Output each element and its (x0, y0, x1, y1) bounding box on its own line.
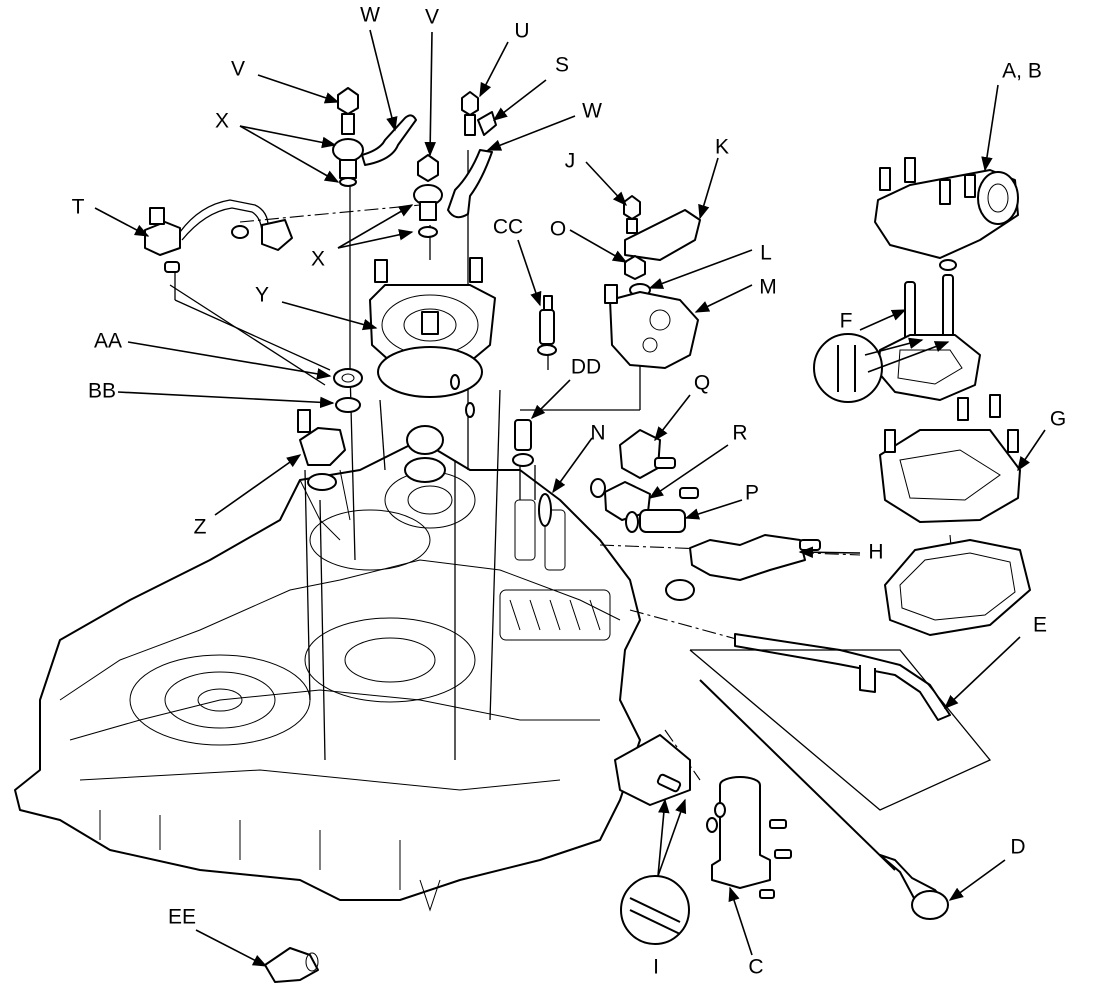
callout-s: S (555, 54, 569, 77)
callout-v-center: V (425, 6, 439, 29)
filter-flange-i (614, 734, 726, 833)
cover-g (879, 394, 1021, 523)
solenoid-valve-m (604, 284, 699, 369)
callout-i: I (653, 956, 659, 979)
callout-g: G (1050, 408, 1066, 431)
atf-hose-right (447, 149, 493, 219)
filter-housing-c (711, 776, 792, 899)
callout-t: T (72, 196, 85, 219)
separator-plate-f (877, 274, 981, 401)
dipstick-d (699, 679, 949, 920)
callout-r: R (732, 422, 747, 445)
banjo-fitting-center (413, 184, 443, 238)
atf-hose-left (361, 114, 417, 166)
small-o-rings (450, 374, 475, 418)
callout-dd: DD (571, 356, 601, 379)
banjo-fitting-left (332, 138, 364, 187)
bolt-v-left (337, 87, 359, 135)
callout-p: P (745, 482, 759, 505)
detail-magnifier-i (620, 875, 690, 945)
callout-d: D (1010, 836, 1025, 859)
sensor-cc (537, 295, 557, 356)
callout-w-left: W (360, 4, 380, 27)
sensor-ee (264, 947, 319, 983)
callout-h: H (868, 541, 883, 564)
callout-ee: EE (168, 906, 196, 929)
sensor-p (625, 509, 686, 533)
callout-u: U (514, 20, 529, 43)
callout-l: L (760, 242, 772, 265)
bolt-j (623, 195, 641, 234)
callout-f: F (840, 310, 853, 333)
callout-aa: AA (94, 330, 122, 353)
callout-y: Y (255, 284, 269, 307)
callout-bb: BB (88, 380, 116, 403)
bolt-u (461, 91, 479, 136)
sensor-t-harness (144, 199, 293, 273)
callout-n: N (590, 422, 605, 445)
pressure-switch-h (665, 534, 821, 601)
gasket-g (884, 539, 1031, 636)
callout-x-top: X (215, 110, 229, 133)
callout-w-right: W (582, 100, 602, 123)
callout-z: Z (194, 516, 207, 539)
filter-element (404, 425, 446, 483)
callout-m: M (759, 276, 777, 299)
nut-o (624, 255, 646, 280)
valve-body-ab (874, 157, 1019, 271)
bolt-v-center (417, 154, 439, 182)
callout-cc: CC (493, 216, 523, 239)
callout-k: K (715, 136, 729, 159)
washer-bb (335, 397, 361, 413)
sensor-q (619, 429, 676, 479)
callout-j: J (565, 150, 576, 173)
leader-lines (94, 29, 1046, 967)
callout-labels: V W V U S W X T X Y CC AA BB Z DD J K O … (72, 4, 1067, 979)
callout-v-left: V (231, 58, 245, 81)
detail-magnifier-f (813, 333, 883, 403)
callout-e: E (1033, 614, 1047, 637)
cover-z (297, 409, 346, 491)
plug-aa (333, 368, 363, 388)
transmission-housing (14, 439, 641, 912)
callout-x-mid: X (311, 248, 325, 271)
callout-c: C (748, 956, 763, 979)
o-ring-n (538, 478, 606, 527)
dipstick-tube-e (689, 633, 992, 811)
callout-a-b: A, B (1002, 60, 1042, 83)
bracket-s (477, 111, 497, 136)
callout-o: O (550, 218, 566, 241)
servo-o-ring (377, 346, 483, 398)
sensor-dd (512, 419, 534, 467)
callout-q: Q (694, 372, 710, 395)
servo-cover-y (369, 257, 496, 371)
